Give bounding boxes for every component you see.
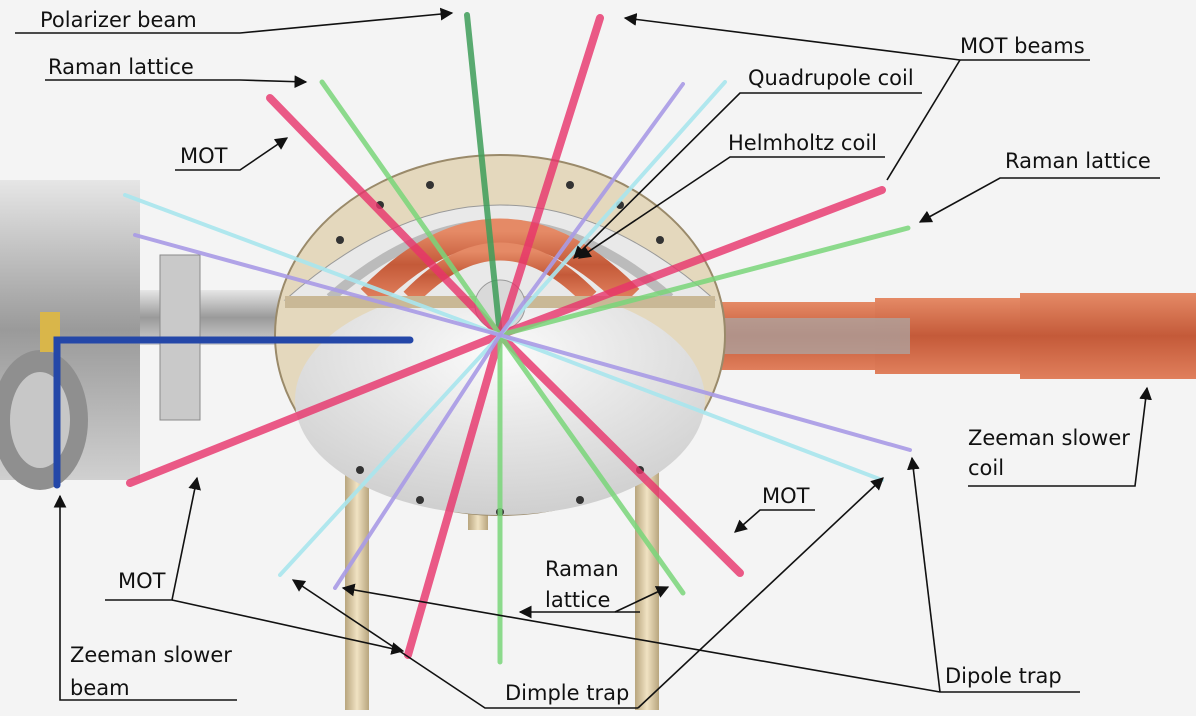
label-raman-lattice-top-left: Raman lattice	[48, 55, 194, 79]
label-zeeman-slower-coil-line1: Zeeman slower	[968, 426, 1130, 450]
label-helmholtz-coil: Helmholtz coil	[728, 131, 877, 155]
label-zeeman-slower-coil-line2: coil	[968, 456, 1005, 480]
label-mot-beams: MOT beams	[960, 34, 1085, 58]
label-dimple-trap: Dimple trap	[505, 681, 630, 705]
zeeman-slower-coil	[660, 293, 1196, 379]
leader-lines	[15, 7, 1160, 709]
label-zeeman-slower-beam-line1: Zeeman slower	[70, 643, 232, 667]
label-zeeman-slower-beam-line2: beam	[70, 676, 130, 700]
left-vacuum-hardware	[0, 180, 300, 490]
label-raman-lattice-bottom-line2: lattice	[545, 588, 611, 612]
label-raman-lattice-right: Raman lattice	[1005, 149, 1151, 173]
label-mot-lower-left: MOT	[118, 569, 166, 593]
label-dipole-trap: Dipole trap	[945, 664, 1062, 688]
label-mot-lower-right: MOT	[762, 484, 810, 508]
label-polarizer-beam: Polarizer beam	[40, 8, 197, 32]
label-raman-lattice-bottom-line1: Raman	[545, 557, 619, 581]
label-quadrupole-coil: Quadrupole coil	[748, 66, 914, 90]
helmholtz-coil-shape	[403, 242, 597, 305]
label-mot-left: MOT	[180, 144, 228, 168]
quadrupole-coil-shape	[360, 218, 640, 308]
